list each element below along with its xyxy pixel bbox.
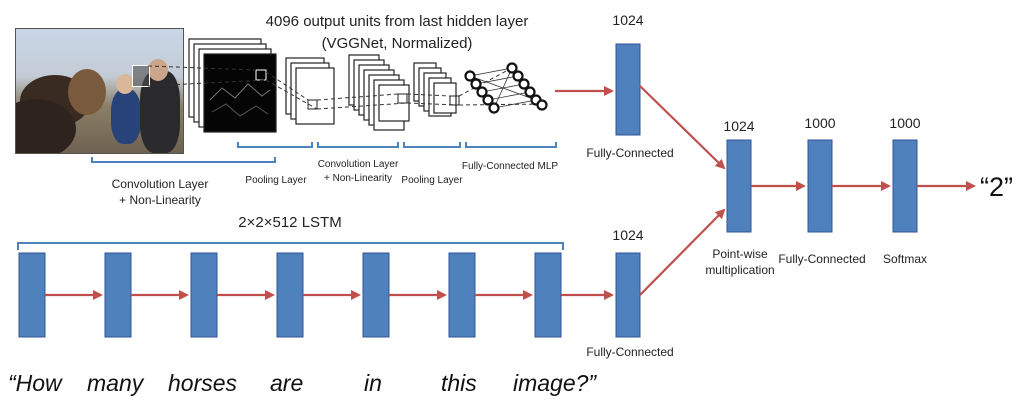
question-word: image?”	[513, 370, 597, 396]
question-fc-label: Fully-Connected	[586, 345, 673, 359]
horse2-shape	[68, 69, 106, 115]
connection-line	[316, 102, 408, 110]
image-feature-subtitle: (VGGNet, Normalized)	[322, 35, 473, 52]
neuron	[536, 99, 548, 111]
lstm-cell	[18, 252, 46, 338]
mlp-neurons	[464, 62, 548, 114]
filter-window	[449, 95, 460, 106]
pooling2-layer-label: Pooling Layer	[401, 175, 463, 186]
softmax-block	[892, 139, 918, 233]
fusion-fc-label: Fully-Connected	[778, 252, 865, 266]
crop-window	[132, 65, 150, 87]
person-blue-shape	[111, 89, 141, 144]
mlp-edge	[493, 67, 513, 109]
fusion-fc-block	[807, 139, 833, 233]
lstm-cell	[362, 252, 390, 338]
mlp-label: Fully-Connected MLP	[462, 161, 558, 172]
question-word: in	[364, 370, 382, 396]
neuron	[506, 62, 518, 74]
image-fc-block	[615, 43, 641, 136]
person-face-shape	[148, 59, 168, 81]
flow-arrows	[45, 85, 976, 300]
conv-layer-stack-2	[348, 54, 410, 131]
question-fc-block	[615, 252, 641, 338]
bracket-mlp	[465, 142, 557, 148]
neuron	[488, 102, 500, 114]
connection-line	[147, 79, 267, 87]
mlp-edge	[493, 99, 537, 109]
question-word: are	[270, 370, 304, 396]
connection-line	[458, 103, 547, 106]
arrow-question-fc-to-pointwise	[639, 208, 726, 296]
bracket-conv	[91, 157, 276, 163]
image-fc-size: 1024	[612, 12, 643, 28]
connection-line	[265, 79, 318, 110]
connection-lines	[147, 65, 547, 110]
fusion-fc-size: 1000	[804, 115, 835, 131]
pointwise-block	[726, 139, 752, 233]
connection-line	[406, 102, 460, 106]
filter-window	[307, 99, 318, 110]
feature-map	[433, 82, 457, 114]
lstm-label: 2×2×512 LSTM	[238, 214, 341, 231]
softmax-size: 1000	[889, 115, 920, 131]
bracket-conv2	[317, 142, 399, 148]
neuron	[512, 70, 524, 82]
pooling-layer-label: Pooling Layer	[245, 175, 307, 186]
connection-line	[265, 71, 309, 101]
image-brackets	[91, 142, 557, 163]
neuron	[476, 86, 488, 98]
neuron	[464, 70, 476, 82]
conv-layer-label-2: + Non-Linearity	[119, 193, 201, 207]
question-word: “How	[8, 370, 62, 396]
conv-layer-stack-1	[188, 38, 277, 133]
bracket-pool1	[237, 142, 313, 148]
question-fc-size: 1024	[612, 227, 643, 243]
lstm-cells	[18, 252, 562, 338]
feature-texture	[209, 83, 271, 101]
neuron	[470, 78, 482, 90]
lstm-cell	[448, 252, 476, 338]
lstm-cell	[276, 252, 304, 338]
lstm-cell	[104, 252, 132, 338]
question-word: this	[441, 370, 477, 396]
arrow-image-fc-to-pointwise	[639, 85, 726, 170]
neuron	[482, 94, 494, 106]
person-head-shape	[116, 74, 134, 94]
pointwise-label: Point-wise	[712, 247, 768, 261]
conv-layer-label: Convolution Layer	[112, 177, 209, 191]
question-word: horses	[168, 370, 238, 396]
mlp-edges	[469, 67, 537, 109]
connection-line	[406, 93, 451, 97]
pointwise-label-2: multiplication	[705, 263, 774, 277]
question-word: many	[87, 370, 144, 396]
image-feature-title: 4096 output units from last hidden layer	[266, 13, 529, 30]
conv2-layer-label: Convolution Layer	[318, 159, 399, 170]
mlp-edge	[475, 75, 519, 85]
neuron	[524, 86, 536, 98]
mlp-edge	[469, 67, 513, 77]
mlp-edge	[487, 91, 531, 101]
input-photo	[15, 28, 184, 154]
image-fc-label: Fully-Connected	[586, 146, 673, 160]
lstm-bracket	[17, 242, 564, 250]
conv2-layer-label-2: + Non-Linearity	[324, 173, 392, 184]
softmax-label: Softmax	[883, 252, 927, 266]
lstm-cell	[190, 252, 218, 338]
pointwise-size: 1024	[723, 118, 754, 134]
pooling-stack-2	[413, 62, 460, 117]
output-answer: “2”	[980, 172, 1013, 202]
feature-texture	[211, 103, 269, 117]
neuron	[518, 78, 530, 90]
pooling-stack-1	[285, 57, 335, 125]
lstm-cell	[534, 252, 562, 338]
bracket-pool2	[403, 142, 461, 148]
